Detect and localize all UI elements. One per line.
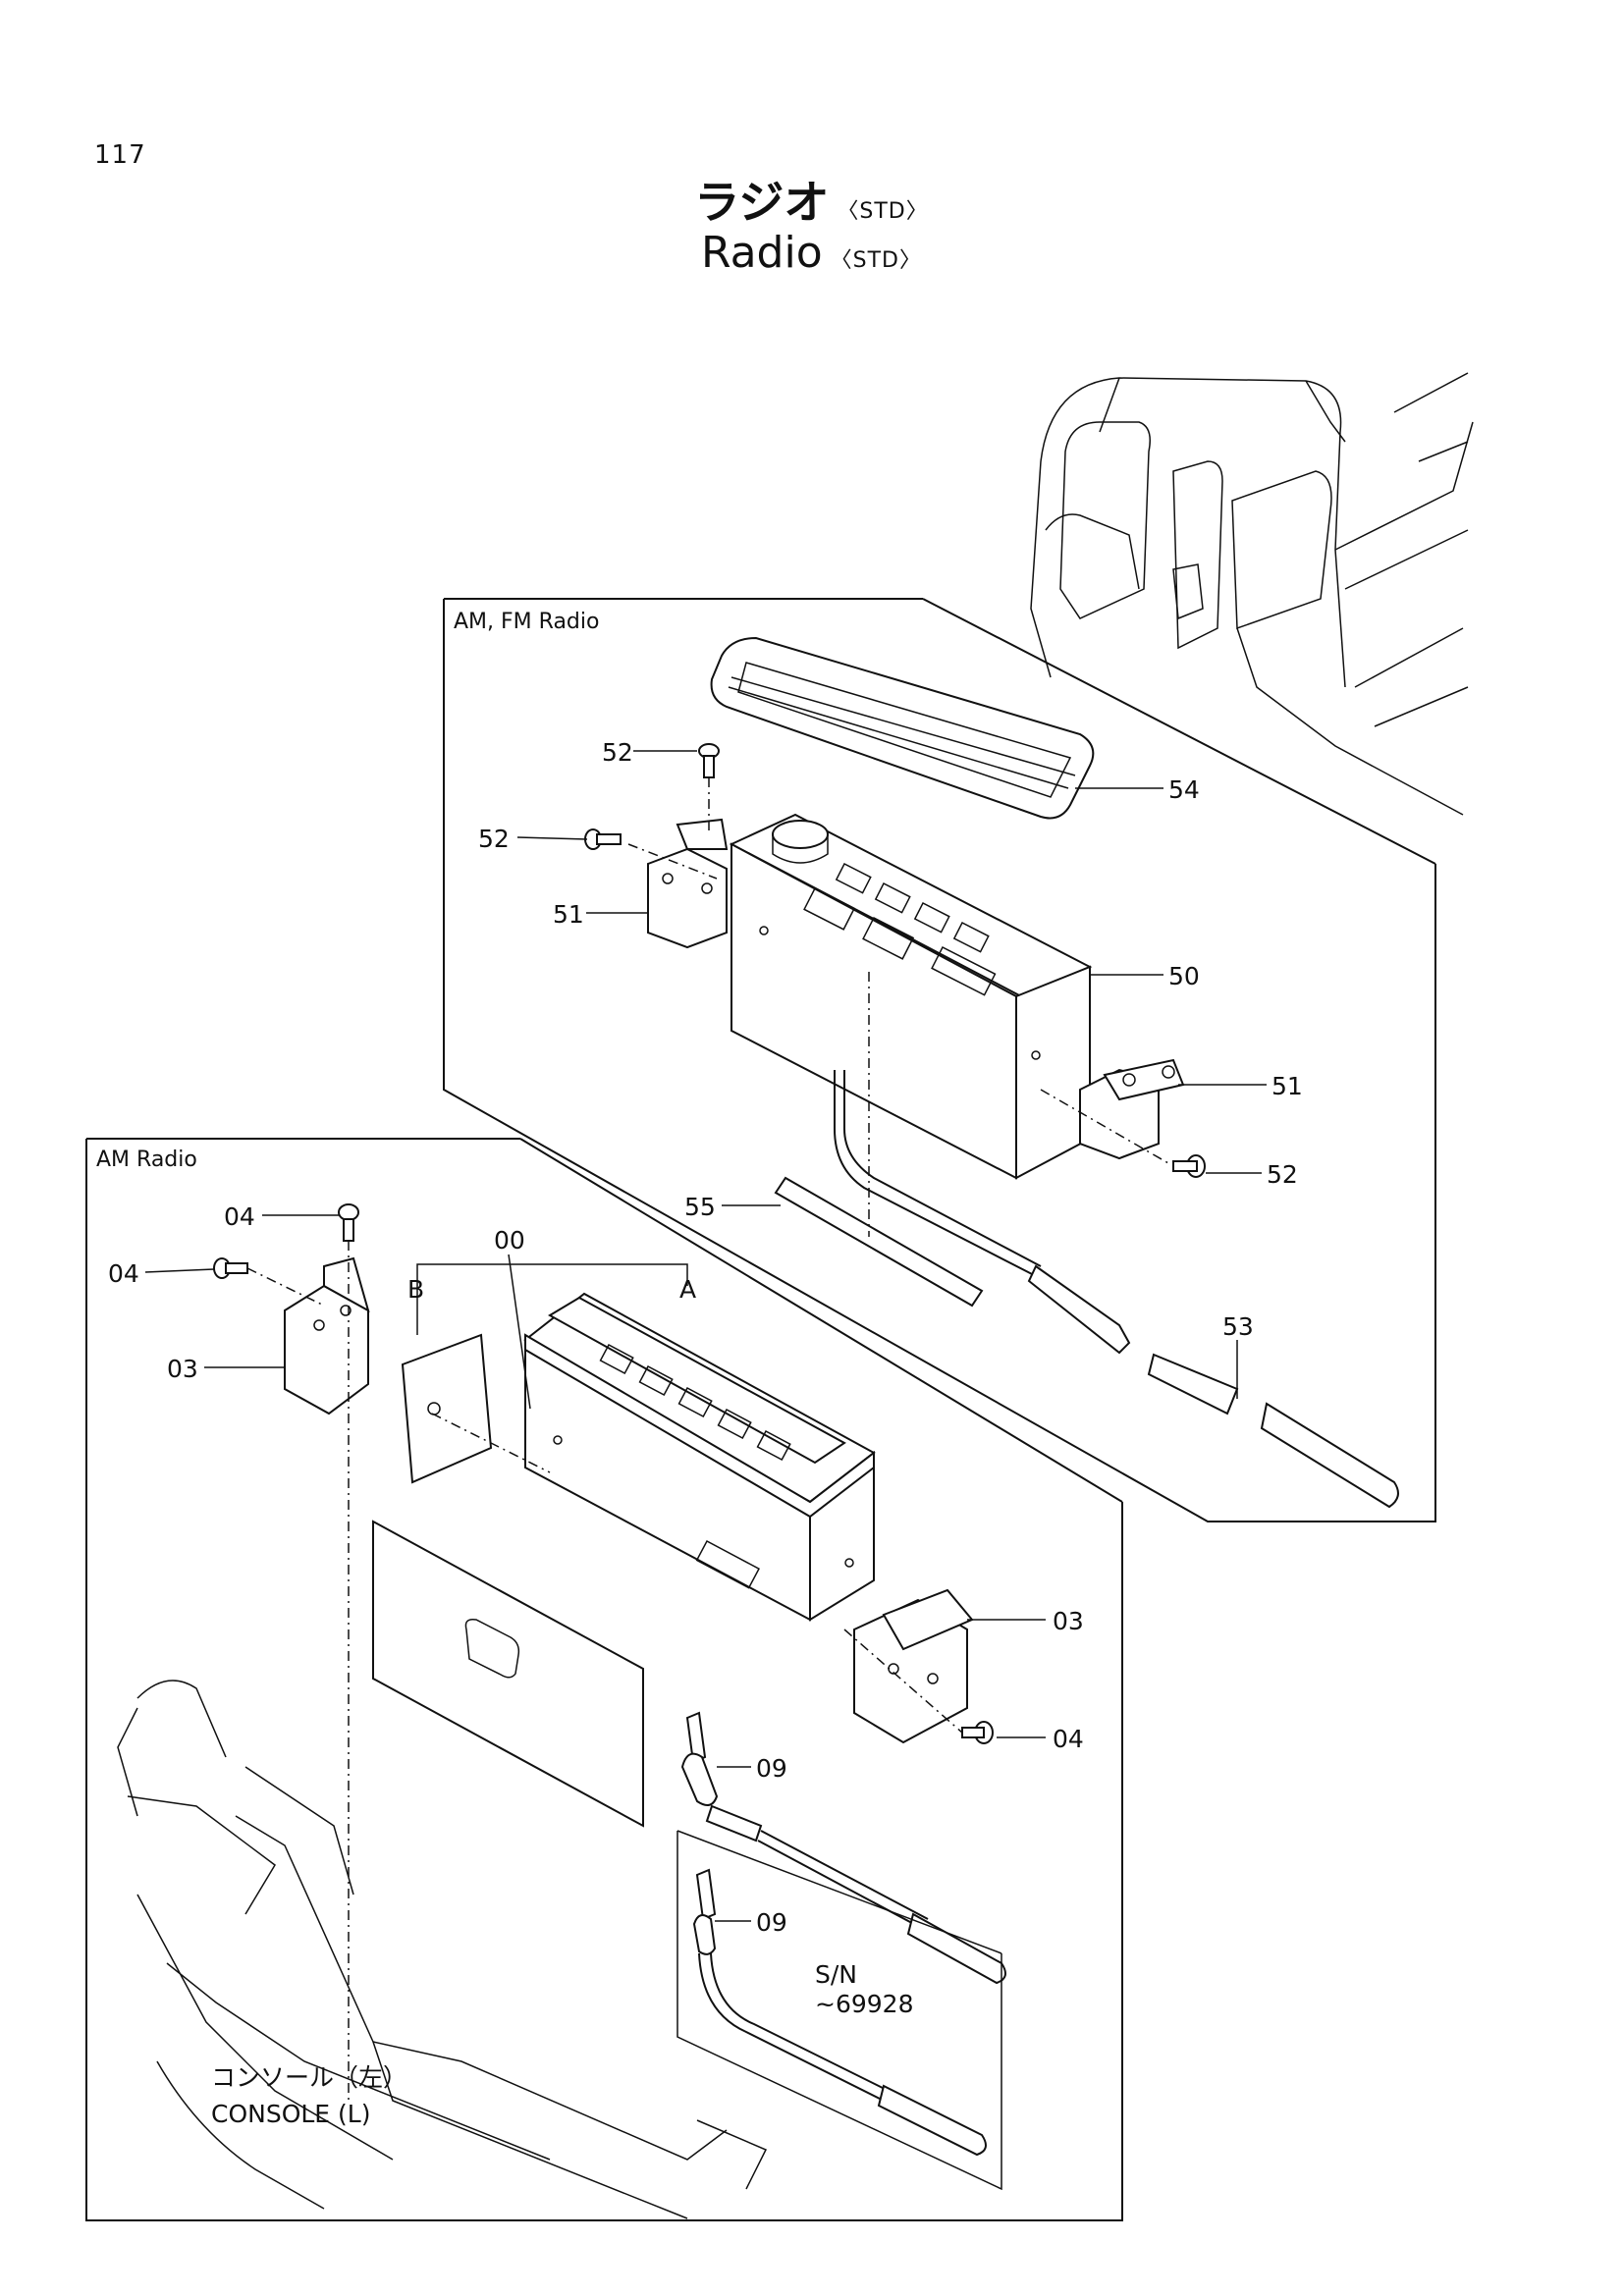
title-jp-tag: 〈STD〉: [837, 199, 929, 224]
part-04-screw-top: [338, 1203, 359, 1242]
console-left-illustration: [117, 1680, 768, 2219]
excavator-cab-illustration: [1030, 372, 1474, 816]
part-54-bezel: [710, 636, 1095, 820]
page-title-japanese: ラジオ〈STD〉: [0, 167, 1623, 232]
callout-03-left: 03: [167, 1355, 198, 1383]
part-09-cable-lower: [692, 1868, 987, 2157]
part-52-screw-left: [584, 828, 622, 850]
part-04-screw-left: [213, 1257, 248, 1279]
am-fm-radio-frame: AM, FM Radio: [443, 598, 1436, 1522]
part-00-am-radio-assembly: [523, 1292, 876, 1622]
am-fm-frame-label: AM, FM Radio: [454, 610, 599, 634]
callout-00: 00: [494, 1226, 525, 1255]
part-50-am-fm-radio: [729, 813, 1093, 1180]
serial-note-range: ~69928: [815, 1990, 913, 2018]
console-label-en: CONSOLE (L): [211, 2100, 371, 2128]
am-radio-frame: AM Radio: [85, 1138, 1123, 2221]
am-frame-label: AM Radio: [96, 1148, 197, 1172]
part-52-screw-right: [1172, 1154, 1206, 1178]
callout-09-upper: 09: [756, 1754, 787, 1783]
serial-note-label: S/N: [815, 1960, 857, 1989]
face-plate: [372, 1520, 644, 1828]
callout-52-left: 52: [478, 825, 510, 853]
console-label-jp: コンソール（左）: [211, 2063, 407, 2092]
part-b-plate: [401, 1333, 493, 1484]
callout-a: A: [679, 1275, 696, 1304]
callout-50: 50: [1168, 962, 1200, 990]
page-title-english: Radio 〈STD〉: [0, 228, 1623, 278]
callout-04-top: 04: [224, 1202, 255, 1231]
callout-09-lower: 09: [756, 1908, 787, 1937]
title-en-tag: 〈STD〉: [830, 248, 922, 273]
callout-53: 53: [1222, 1312, 1254, 1341]
part-51-bracket-left: [647, 818, 729, 949]
part-04-screw-right: [961, 1721, 994, 1744]
callout-04-right: 04: [1053, 1725, 1084, 1753]
page-number: 117: [94, 140, 146, 170]
callout-51-left: 51: [553, 900, 584, 929]
callout-54: 54: [1168, 775, 1200, 804]
part-52-screw-top: [698, 743, 720, 778]
title-en-text: Radio: [700, 228, 823, 278]
callout-55: 55: [684, 1193, 716, 1221]
callout-51-right: 51: [1271, 1072, 1303, 1100]
part-03-bracket-right: [853, 1588, 974, 1744]
part-53-antenna-cable: [834, 1070, 1399, 1509]
callout-52-top: 52: [602, 738, 633, 767]
part-51-bracket-right: [1079, 1058, 1185, 1160]
callout-04-left: 04: [108, 1259, 139, 1288]
callout-b: B: [407, 1275, 424, 1304]
callout-52-right: 52: [1267, 1160, 1298, 1189]
callout-03-right: 03: [1053, 1607, 1084, 1635]
title-jp-text: ラジオ: [694, 176, 830, 229]
part-55-panel: [774, 1176, 984, 1308]
serial-note-box: [676, 1830, 1002, 2191]
part-03-bracket-left: [284, 1256, 370, 1415]
part-09-cable-upper: [680, 1711, 1006, 1985]
callout-leaders: [144, 750, 1267, 1922]
